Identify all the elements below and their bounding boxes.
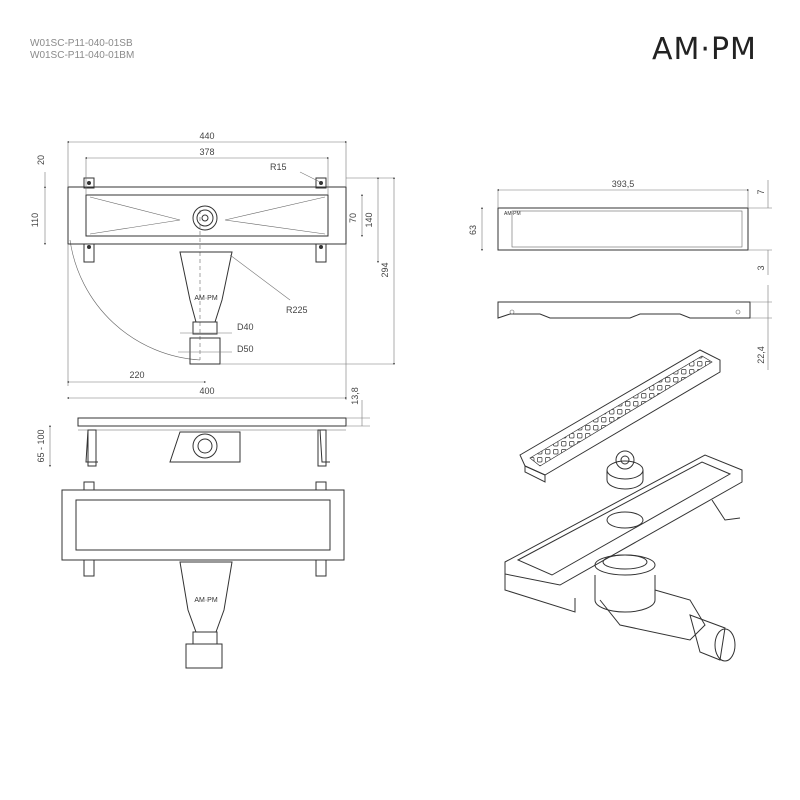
model-codes: W01SC-P11-040-01SB W01SC-P11-040-01BM (30, 38, 134, 62)
front-frame (61, 489, 345, 561)
dim-7: 7 (756, 189, 766, 194)
top-frame (67, 186, 347, 245)
dim-r15: R15 (270, 162, 287, 172)
dim-13-8: 13,8 (350, 387, 360, 405)
dim-378: 378 (199, 147, 214, 157)
dim-440: 440 (199, 131, 214, 141)
dim-63: 63 (468, 225, 478, 235)
dim-140: 140 (364, 212, 374, 227)
grate-detail: AM·PM (497, 207, 751, 319)
dim-d50: D50 (237, 344, 254, 354)
r225-arc (69, 239, 201, 361)
top-view-dimensions: 440 378 R15 20 110 70 140 294 R225 D40 D… (30, 131, 396, 400)
dim-22-4: 22,4 (756, 346, 766, 364)
grate-tag: AM·PM (504, 211, 521, 217)
front-view: AM·PM (61, 481, 345, 669)
siphon-logo: AM·PM (194, 295, 218, 302)
drain-outlet (192, 205, 218, 231)
dim-294: 294 (380, 262, 390, 277)
dim-3: 3 (756, 265, 766, 270)
dim-d40: D40 (237, 322, 254, 332)
dim-70: 70 (348, 213, 358, 223)
dim-393-5: 393,5 (612, 179, 635, 189)
dim-400: 400 (199, 386, 214, 396)
isometric-view (504, 349, 743, 662)
dim-r225: R225 (286, 305, 308, 315)
model-code-2: W01SC-P11-040-01BM (30, 50, 135, 61)
dim-110: 110 (30, 213, 40, 227)
top-view: AM·PM (67, 177, 347, 365)
grate-dimensions: 393,5 63 7 3 22,4 (468, 179, 772, 370)
dim-220: 220 (129, 370, 144, 380)
model-code-1: W01SC-P11-040-01SB (30, 38, 133, 49)
dim-65-100: 65 - 100 (36, 429, 46, 462)
side-view-dimensions: 13,8 65 - 100 (36, 387, 370, 468)
front-siphon-logo: AM·PM (194, 597, 218, 604)
dim-20: 20 (36, 155, 46, 165)
side-view (77, 417, 347, 467)
brand-logo: AM·PM (652, 32, 757, 67)
